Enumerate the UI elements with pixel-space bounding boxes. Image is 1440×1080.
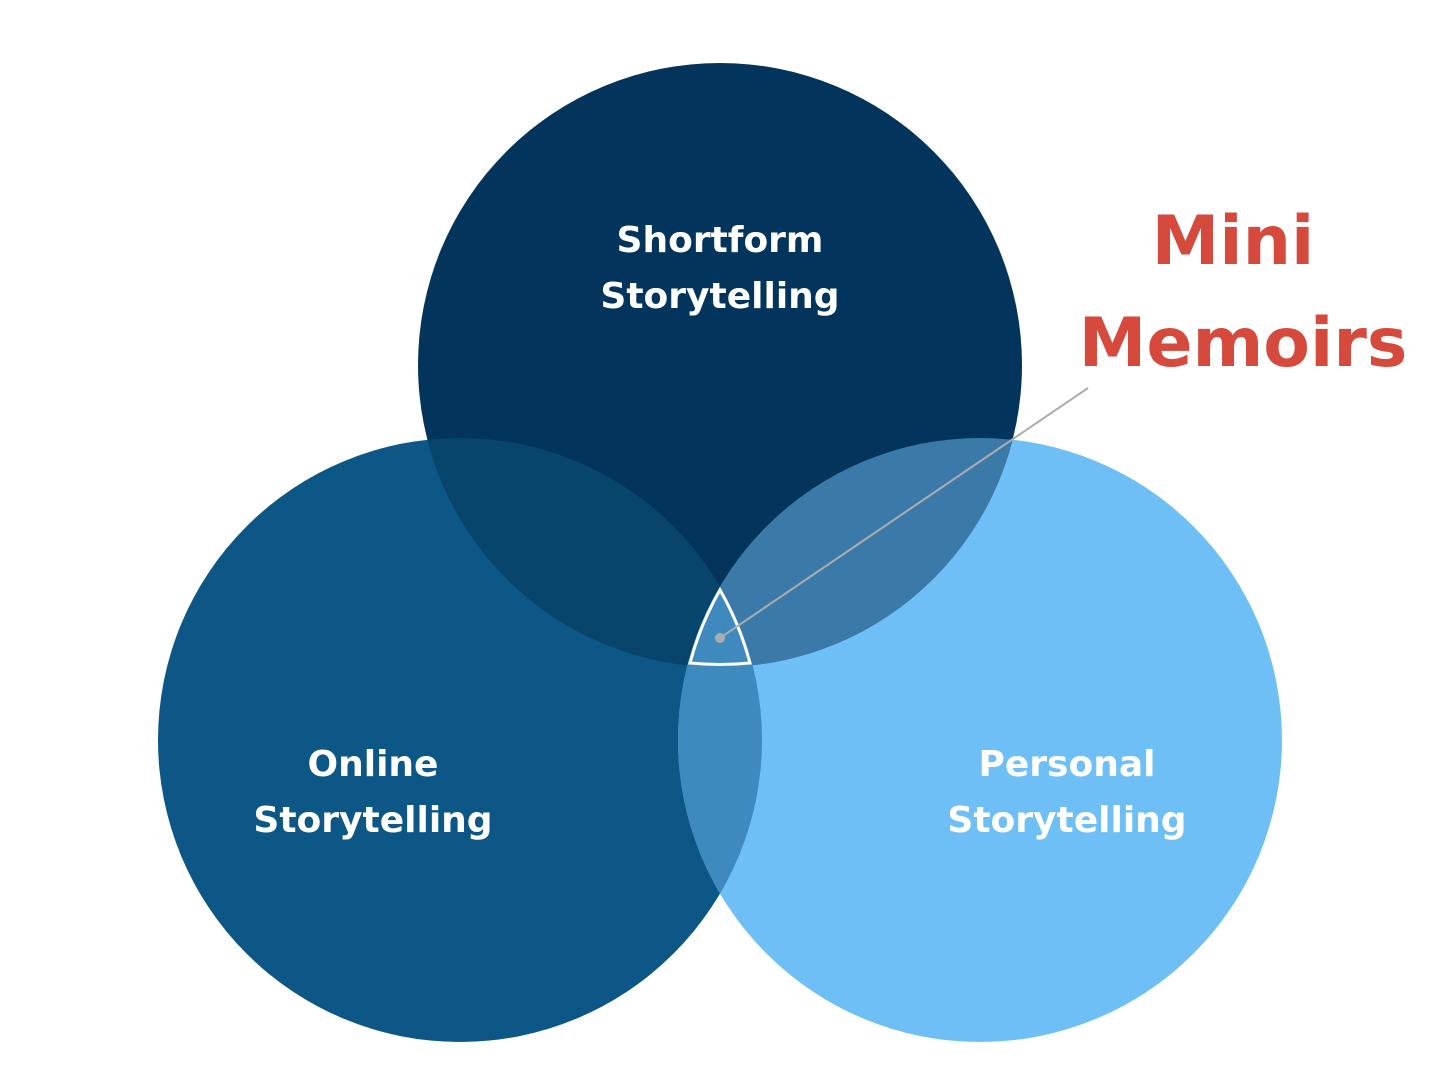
right-circle-label-line2: Storytelling bbox=[947, 800, 1186, 841]
callout-leader-line bbox=[719, 387, 1089, 639]
callout-label-line1: Mini bbox=[1152, 202, 1315, 281]
left-circle-label-line2: Storytelling bbox=[253, 800, 492, 841]
top-circle-label-line2: Storytelling bbox=[600, 276, 839, 317]
overlap-top-left bbox=[418, 438, 762, 667]
left-circle-label-line1: Online bbox=[308, 744, 439, 785]
center-region-outline bbox=[688, 586, 752, 666]
overlap-top-right bbox=[678, 438, 1022, 667]
top-circle-label-line1: Shortform bbox=[617, 220, 824, 261]
callout-leader-dot bbox=[715, 633, 725, 643]
right-circle-label-line1: Personal bbox=[979, 744, 1156, 785]
callout-label-line2: Memoirs bbox=[1079, 304, 1408, 383]
